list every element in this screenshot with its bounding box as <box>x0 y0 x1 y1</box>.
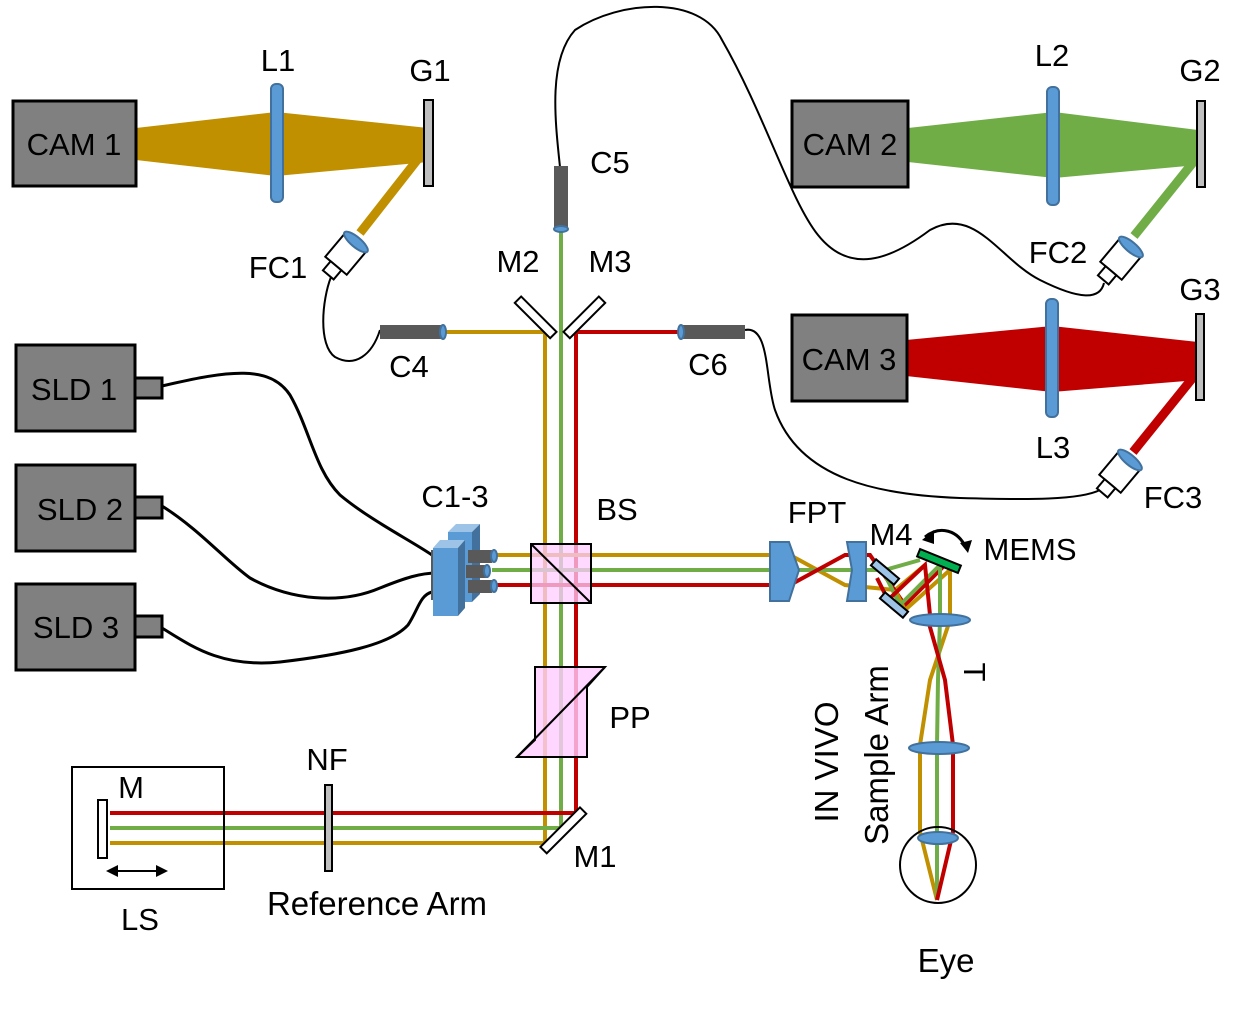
lens-l3 <box>1045 298 1059 418</box>
beam-fc3-g3 <box>1129 372 1199 455</box>
camera-3: CAM 3 <box>790 313 909 403</box>
sld-2-label: SLD 2 <box>37 492 123 527</box>
label-c1-3: C1-3 <box>421 479 488 514</box>
telescope-lens-1 <box>909 613 971 627</box>
fiber-c5-fc2 <box>554 5 1105 297</box>
beam2-scan <box>883 560 942 615</box>
rotation-arrow-icon <box>922 528 972 553</box>
fiber-sld1 <box>161 371 433 557</box>
label-g2: G2 <box>1179 53 1220 88</box>
mems-mirror <box>915 547 963 575</box>
eye-lens <box>917 831 959 845</box>
beam3-scan <box>875 560 932 616</box>
double-arrow-icon <box>106 865 168 877</box>
lens-l2 <box>1046 86 1060 206</box>
label-c6: C6 <box>688 347 728 382</box>
beam-splitter-bs <box>530 543 592 604</box>
label-m2: M2 <box>496 244 539 279</box>
mirror-m4-lower <box>878 590 910 620</box>
mirror-m3 <box>562 295 607 340</box>
label-sample-arm: Sample Arm <box>858 665 895 845</box>
grating-g1 <box>423 99 434 187</box>
label-nf: NF <box>306 742 347 777</box>
label-ls: LS <box>121 902 159 937</box>
mirror-m1 <box>538 805 588 855</box>
collimator-c5 <box>553 166 569 233</box>
camera-2: CAM 2 <box>790 99 910 189</box>
label-m: M <box>118 770 144 805</box>
sld-3-label: SLD 3 <box>33 610 119 645</box>
label-fpt: FPT <box>788 495 847 530</box>
beam-fc2-g2 <box>1130 157 1199 239</box>
beam2-telescope <box>935 619 942 900</box>
label-l1: L1 <box>261 43 295 78</box>
label-m1: M1 <box>573 839 616 874</box>
fiber-sld3 <box>161 590 433 665</box>
fpt-prisms <box>769 541 867 602</box>
mirror-m2 <box>513 295 558 340</box>
label-fc3: FC3 <box>1144 480 1203 515</box>
prism-pair-pp <box>514 666 608 758</box>
label-t: T <box>957 663 992 682</box>
collimator-array-c1-3 <box>431 524 498 616</box>
eye-globe <box>899 826 977 904</box>
telescope-lens-2 <box>908 741 970 755</box>
mirror-m4-upper <box>869 557 901 587</box>
sld-2: SLD 2 <box>14 463 164 553</box>
label-bs: BS <box>596 492 637 527</box>
label-c4: C4 <box>389 349 429 384</box>
camera-1: CAM 1 <box>11 99 138 188</box>
lens-l1 <box>270 83 284 203</box>
camera-2-label: CAM 2 <box>803 127 898 162</box>
fiber-collimator-fc1 <box>321 230 369 281</box>
grating-g3 <box>1195 313 1205 401</box>
label-reference-arm: Reference Arm <box>267 885 487 922</box>
optical-fibers <box>161 5 1105 665</box>
fiber-sld2 <box>161 504 438 600</box>
beam-fc1-g1 <box>356 147 429 236</box>
sld-3: SLD 3 <box>14 582 164 672</box>
collimator-c4 <box>380 324 447 340</box>
label-pp: PP <box>609 700 650 735</box>
component-labels: L1 G1 L2 G2 G3 L3 FC1 FC2 FC3 C5 M2 M3 C… <box>118 38 1221 979</box>
label-g3: G3 <box>1179 272 1220 307</box>
label-fc1: FC1 <box>249 250 308 285</box>
sld-1-label: SLD 1 <box>31 372 117 407</box>
label-l3: L3 <box>1036 430 1070 465</box>
beam2-vertical <box>110 232 563 830</box>
label-g1: G1 <box>409 53 450 88</box>
label-m3: M3 <box>588 244 631 279</box>
beam3-vertical <box>110 330 680 815</box>
grating-g2 <box>1196 100 1206 188</box>
neutral-filter-nf <box>324 784 333 872</box>
fiber-c6-fc3 <box>744 328 1101 501</box>
label-eye: Eye <box>918 942 975 979</box>
camera-1-label: CAM 1 <box>27 127 122 162</box>
linear-stage-ls <box>71 766 225 890</box>
fiber-collimator-fc3 <box>1095 448 1143 499</box>
beam3-telescope <box>926 619 955 901</box>
label-mems: MEMS <box>984 532 1077 567</box>
camera-3-label: CAM 3 <box>802 342 897 377</box>
label-fc2: FC2 <box>1029 235 1088 270</box>
label-in-vivo: IN VIVO <box>808 701 845 822</box>
beam3-fpt <box>789 553 947 609</box>
sld-1: SLD 1 <box>14 343 164 433</box>
label-c5: C5 <box>590 145 630 180</box>
collimator-c6 <box>677 324 745 340</box>
label-l2: L2 <box>1035 38 1069 73</box>
label-m4: M4 <box>869 517 912 552</box>
fiber-collimator-fc2 <box>1096 235 1144 286</box>
fiber-fc1-c4 <box>322 276 381 362</box>
reference-mirror-m <box>97 799 108 859</box>
